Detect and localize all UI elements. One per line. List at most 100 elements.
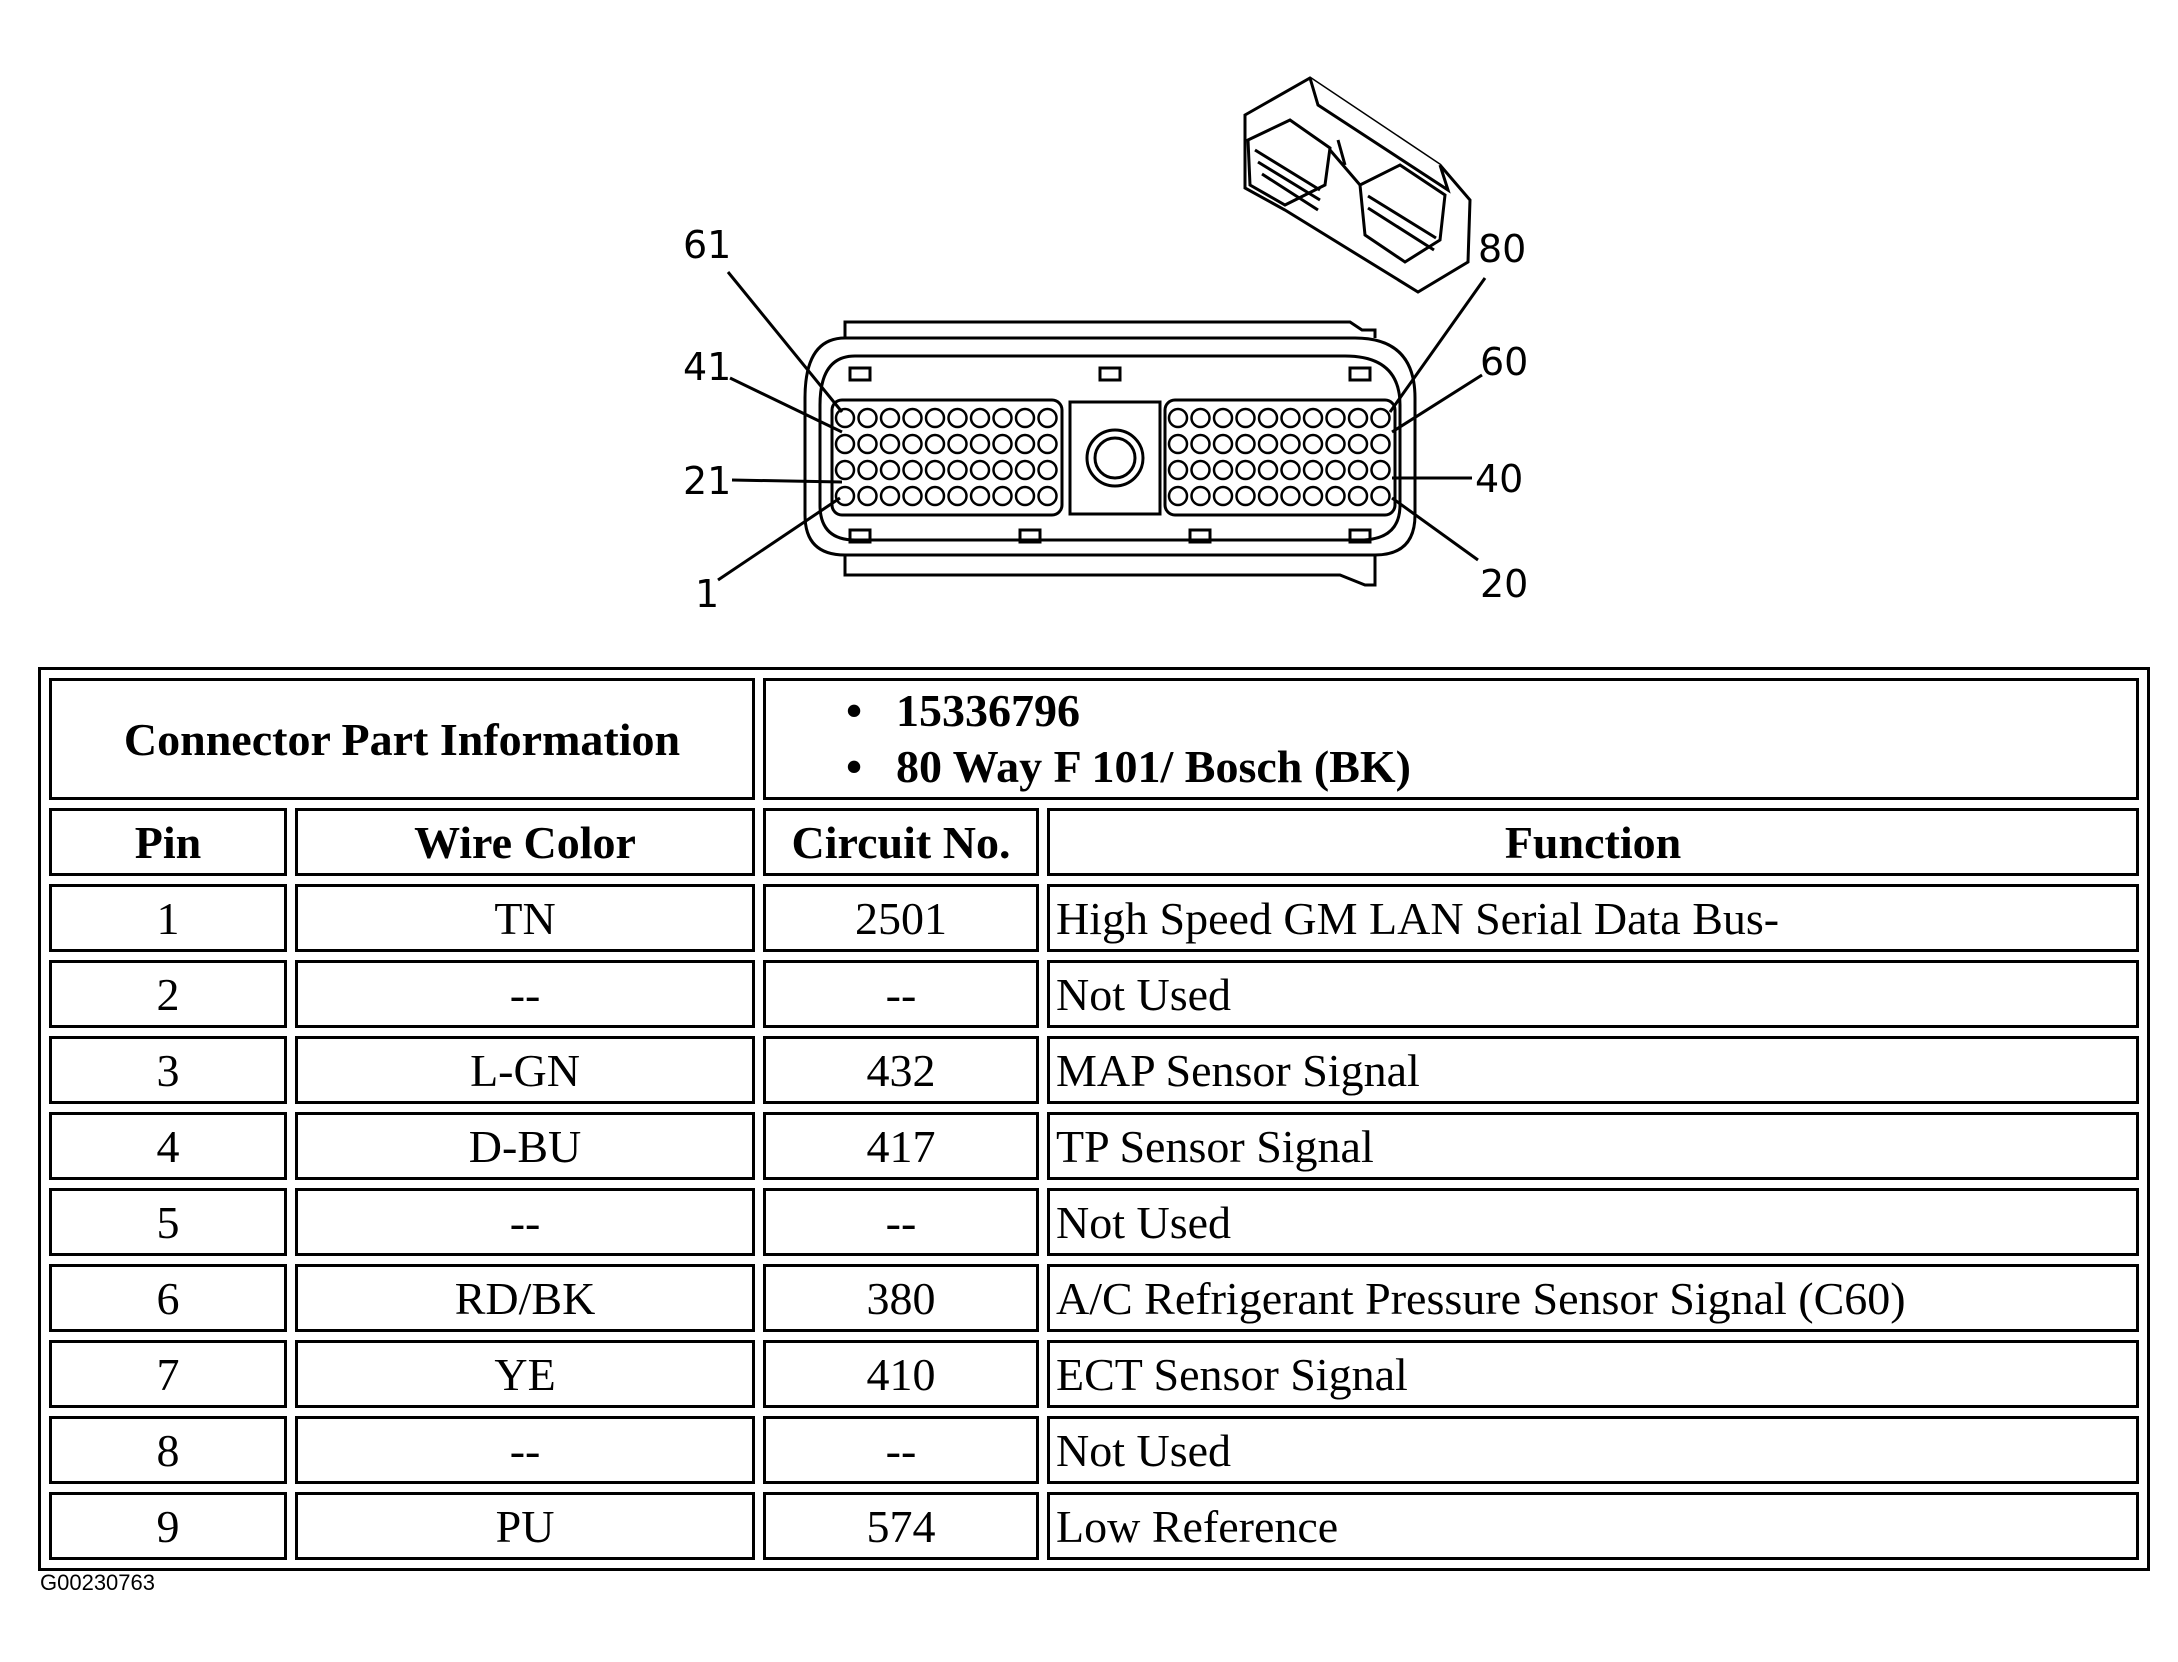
cell-pin: 6 <box>49 1264 288 1332</box>
cell-function: A/C Refrigerant Pressure Sensor Signal (… <box>1047 1264 2139 1332</box>
pin-label-60: 60 <box>1480 340 1528 384</box>
connector-diagram: 61 80 41 60 21 40 1 20 <box>683 76 1528 616</box>
table-row: 5----Not Used <box>49 1188 2139 1256</box>
pin-hole <box>1257 407 1279 429</box>
pin-hole <box>879 407 901 429</box>
pin-hole <box>1280 459 1301 481</box>
pin-hole <box>1037 407 1058 429</box>
connector-outer-shell <box>803 336 1417 557</box>
cell-wire-color: D-BU <box>295 1112 755 1180</box>
cell-pin: 5 <box>49 1188 288 1256</box>
pin-hole <box>947 485 968 507</box>
pin-hole <box>947 407 968 429</box>
cell-function: TP Sensor Signal <box>1047 1112 2139 1180</box>
pin-hole <box>1037 433 1058 455</box>
pin-label-20: 20 <box>1480 562 1528 606</box>
pin-hole <box>1167 485 1189 507</box>
cell-function: MAP Sensor Signal <box>1047 1036 2139 1104</box>
pin-grid <box>834 407 1391 507</box>
cell-circuit: 380 <box>763 1264 1039 1332</box>
cell-function: High Speed GM LAN Serial Data Bus- <box>1047 884 2139 952</box>
cell-wire-color: PU <box>295 1492 755 1560</box>
pin-hole <box>1190 459 1211 481</box>
cell-circuit: 417 <box>763 1112 1039 1180</box>
pin-hole <box>992 459 1013 481</box>
cell-circuit: -- <box>763 1416 1039 1484</box>
connector-info-row: Connector Part Information 15336796 80 W… <box>49 678 2139 800</box>
pin-hole <box>1212 485 1234 507</box>
pin-hole <box>834 433 856 455</box>
pin-label-40: 40 <box>1475 457 1523 501</box>
pin-hole <box>1235 407 1256 429</box>
cell-pin: 8 <box>49 1416 288 1484</box>
pin-hole <box>1370 459 1391 481</box>
pin-hole <box>1235 459 1256 481</box>
pin-hole <box>1212 459 1234 481</box>
pin-hole <box>1347 433 1369 455</box>
pin-hole <box>857 433 878 455</box>
pin-hole <box>1325 433 1346 455</box>
pin-hole <box>992 485 1013 507</box>
pin-hole <box>834 407 856 429</box>
pin-hole <box>879 459 901 481</box>
cell-wire-color: RD/BK <box>295 1264 755 1332</box>
pin-hole <box>857 485 878 507</box>
cell-pin: 3 <box>49 1036 288 1104</box>
pin-hole <box>1347 407 1369 429</box>
pin-hole <box>902 459 923 481</box>
pin-hole <box>1014 407 1036 429</box>
pin-hole <box>1280 485 1301 507</box>
pin-hole <box>1190 407 1211 429</box>
pin-hole <box>969 433 991 455</box>
pin-hole <box>992 407 1013 429</box>
column-header-row: Pin Wire Color Circuit No. Function <box>49 808 2139 876</box>
pin-hole <box>1280 407 1301 429</box>
connector-part-info: 15336796 80 Way F 101/ Bosch (BK) <box>763 678 2139 800</box>
right-pin-block <box>1163 398 1397 517</box>
pin-hole <box>1014 433 1036 455</box>
cell-wire-color: -- <box>295 1188 755 1256</box>
table-row: 2----Not Used <box>49 960 2139 1028</box>
pin-label-80: 80 <box>1478 227 1526 271</box>
cell-pin: 1 <box>49 884 288 952</box>
pin-hole <box>834 459 856 481</box>
column-header-pin: Pin <box>49 808 288 876</box>
cell-circuit: 2501 <box>763 884 1039 952</box>
figure-id: G00230763 <box>40 1570 155 1595</box>
column-header-wire-color: Wire Color <box>295 808 755 876</box>
connector-face <box>803 320 1417 587</box>
pin-hole <box>1037 459 1058 481</box>
cell-function: Not Used <box>1047 960 2139 1028</box>
pin-hole <box>1370 433 1391 455</box>
pin-hole <box>1325 485 1346 507</box>
pin-hole <box>1167 459 1189 481</box>
pin-label-41: 41 <box>683 345 731 389</box>
pin-hole <box>1325 407 1346 429</box>
pin-hole <box>1212 433 1234 455</box>
cell-function: Not Used <box>1047 1416 2139 1484</box>
pin-hole <box>1257 459 1279 481</box>
pin-label-61: 61 <box>683 223 731 267</box>
pin-hole <box>902 433 923 455</box>
pin-hole <box>1370 407 1391 429</box>
cell-pin: 7 <box>49 1340 288 1408</box>
pin-hole <box>1212 407 1234 429</box>
connector-inner-shell <box>818 354 1402 542</box>
pin-hole <box>1302 433 1324 455</box>
connector-info-label: Connector Part Information <box>49 678 755 800</box>
pin-hole <box>992 433 1013 455</box>
pin-hole <box>969 407 991 429</box>
pin-hole <box>969 485 991 507</box>
pin-hole <box>857 459 878 481</box>
cell-function: Not Used <box>1047 1188 2139 1256</box>
connector-table: Connector Part Information 15336796 80 W… <box>38 667 2150 1571</box>
pin-hole <box>1257 485 1279 507</box>
pin-hole <box>1167 433 1189 455</box>
table-row: 8----Not Used <box>49 1416 2139 1484</box>
pin-hole <box>902 485 923 507</box>
